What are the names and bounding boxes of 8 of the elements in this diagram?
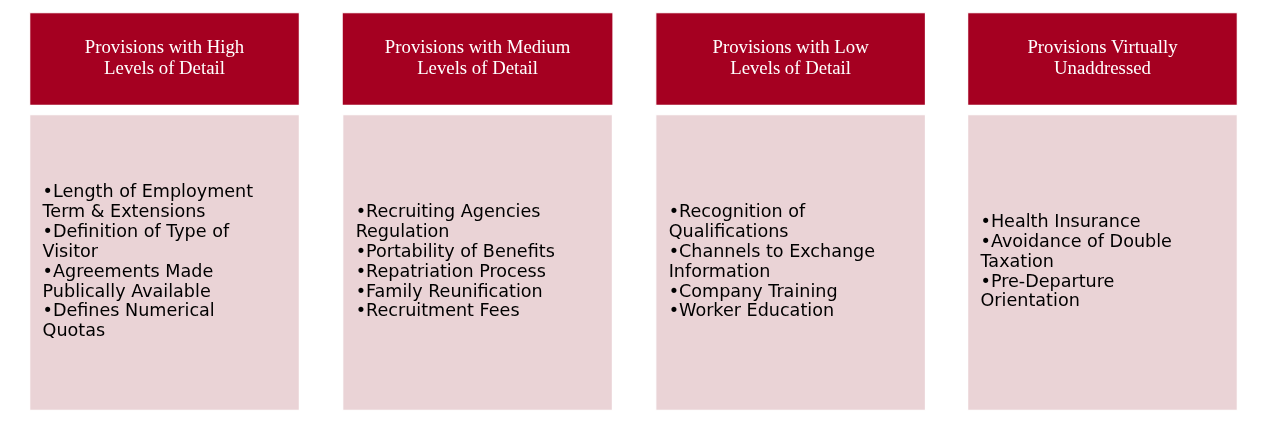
node-box: •Recruiting Agencies Regulation •Portability of Benefits •Repatriation Process •Family Reunification •Recruitment Fees [341, 114, 613, 411]
node-box: •Length of Employment Term & Extensions •Definition of Type of Visitor •Agreements Made Publically Available •Defines Numerical Quotas [28, 114, 300, 411]
node-box: •Recognition of Qualifications •Channels to Exchange Information •Company Training •Worker Education [654, 114, 926, 411]
node-box: Provisions with Low Levels of Detail [654, 12, 926, 106]
node-box: •Health Insurance •Avoidance of Double Taxation •Pre-Departure Orientation [966, 114, 1238, 411]
node-box: Provisions with Medium Levels of Detail [341, 12, 614, 106]
node-box: Provisions Virtually Unaddressed [966, 12, 1238, 106]
node-box: Provisions with High Levels of Detail [28, 12, 300, 106]
